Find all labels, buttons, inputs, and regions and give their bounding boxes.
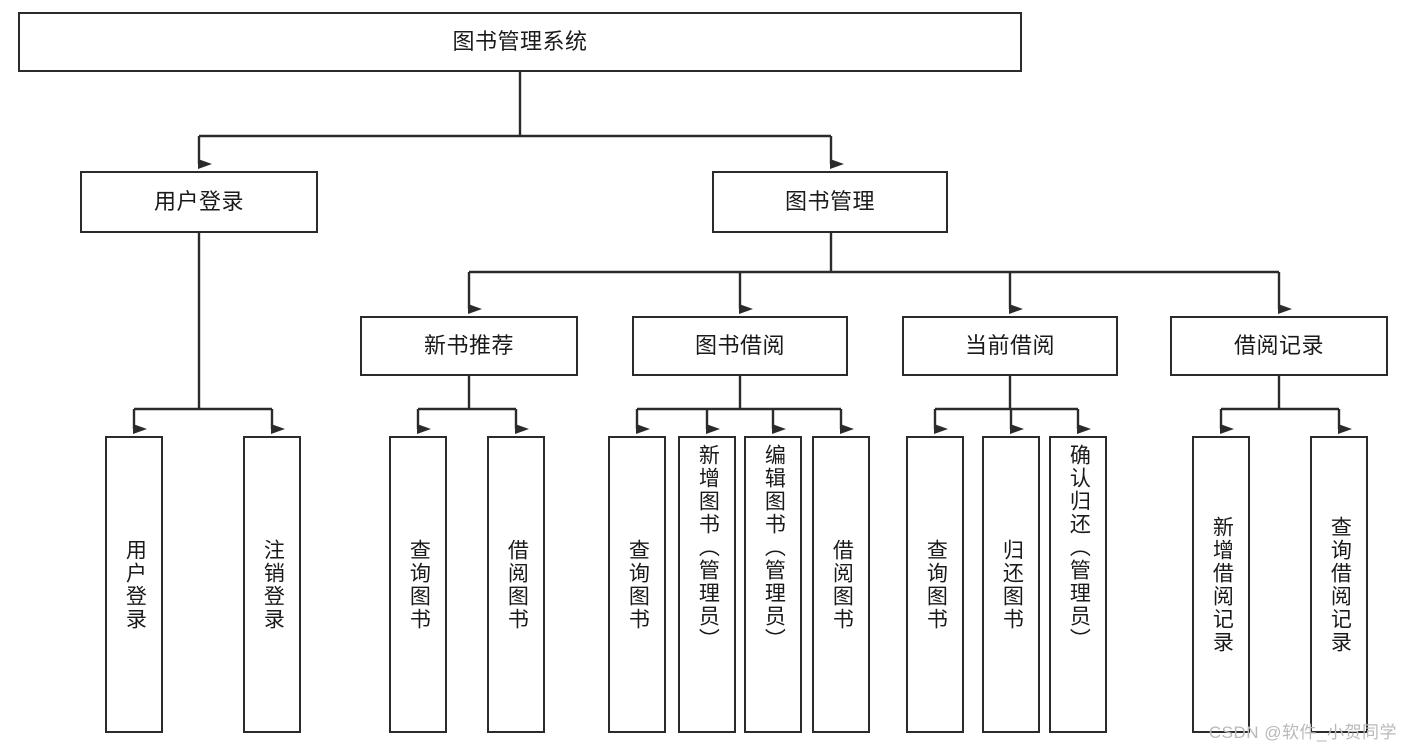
node-leaf-borrow-book-2[interactable]: 借阅图书 [812, 436, 870, 733]
node-leaf-query-book-2[interactable]: 查询图书 [608, 436, 666, 733]
node-leaf-query-book-1-label: 查询图书 [407, 538, 431, 631]
node-book-manage[interactable]: 图书管理 [712, 171, 948, 233]
node-leaf-add-record[interactable]: 新增借阅记录 [1192, 436, 1250, 733]
node-leaf-user-login[interactable]: 用户登录 [105, 436, 163, 733]
node-borrow-record-label: 借阅记录 [1233, 332, 1324, 358]
node-leaf-user-logout-label: 注销登录 [261, 538, 285, 631]
node-leaf-query-book-1[interactable]: 查询图书 [389, 436, 447, 733]
node-leaf-confirm-return-label: 确认归还（管理员） [1067, 444, 1091, 651]
node-current-borrow-label: 当前借阅 [964, 332, 1055, 358]
node-leaf-query-book-3[interactable]: 查询图书 [906, 436, 964, 733]
node-leaf-query-record-label: 查询借阅记录 [1328, 515, 1352, 654]
node-leaf-edit-book[interactable]: 编辑图书（管理员） [744, 436, 802, 733]
watermark-text: CSDN @软件_小贺同学 [1208, 723, 1397, 742]
node-leaf-user-logout[interactable]: 注销登录 [243, 436, 301, 733]
node-book-borrow[interactable]: 图书借阅 [632, 316, 848, 376]
node-leaf-query-record[interactable]: 查询借阅记录 [1310, 436, 1368, 733]
node-leaf-add-record-label: 新增借阅记录 [1210, 515, 1234, 654]
node-user-login-label: 用户登录 [153, 188, 244, 214]
node-root[interactable]: 图书管理系统 [18, 12, 1022, 72]
node-current-borrow[interactable]: 当前借阅 [902, 316, 1118, 376]
node-leaf-add-book-label: 新增图书（管理员） [696, 444, 720, 651]
node-leaf-confirm-return[interactable]: 确认归还（管理员） [1049, 436, 1107, 733]
node-new-book-recommend-label: 新书推荐 [423, 332, 514, 358]
node-leaf-return-book-label: 归还图书 [1000, 538, 1024, 631]
node-leaf-user-login-label: 用户登录 [123, 538, 147, 631]
node-leaf-query-book-3-label: 查询图书 [924, 538, 948, 631]
node-borrow-record[interactable]: 借阅记录 [1170, 316, 1388, 376]
node-leaf-edit-book-label: 编辑图书（管理员） [762, 444, 786, 651]
node-user-login[interactable]: 用户登录 [80, 171, 318, 233]
node-root-label: 图书管理系统 [452, 28, 588, 54]
node-new-book-recommend[interactable]: 新书推荐 [360, 316, 578, 376]
node-leaf-query-book-2-label: 查询图书 [626, 538, 650, 631]
node-leaf-borrow-book-2-label: 借阅图书 [830, 538, 854, 631]
node-leaf-borrow-book-1[interactable]: 借阅图书 [487, 436, 545, 733]
node-leaf-add-book[interactable]: 新增图书（管理员） [678, 436, 736, 733]
node-book-manage-label: 图书管理 [784, 188, 875, 214]
node-book-borrow-label: 图书借阅 [694, 332, 785, 358]
node-leaf-return-book[interactable]: 归还图书 [982, 436, 1040, 733]
node-leaf-borrow-book-1-label: 借阅图书 [505, 538, 529, 631]
